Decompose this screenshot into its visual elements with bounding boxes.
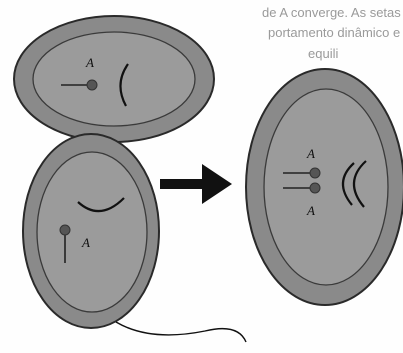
- cell-top-chromosome: [87, 80, 97, 90]
- cell-bottom-chromosome: [60, 225, 70, 235]
- cell-top: A: [14, 16, 214, 142]
- cell-top-label: A: [85, 55, 94, 70]
- cell-bottom-tether: [116, 322, 246, 342]
- cell-right-chromosome-upper: [310, 168, 320, 178]
- cell-right: A A: [246, 69, 403, 305]
- cell-top-inner: [33, 32, 195, 126]
- cell-right-inner: [264, 89, 388, 285]
- cell-bottom-inner: [37, 152, 147, 312]
- arrow-shaft: [160, 179, 206, 189]
- right-arrow-icon: [160, 164, 232, 204]
- cell-right-chromosome-lower: [310, 183, 320, 193]
- cell-right-label-lower: A: [306, 203, 315, 218]
- cell-right-label-upper: A: [306, 146, 315, 161]
- cell-bottom-label: A: [81, 235, 90, 250]
- cell-bottom: A: [23, 134, 246, 342]
- arrow-head: [202, 164, 232, 204]
